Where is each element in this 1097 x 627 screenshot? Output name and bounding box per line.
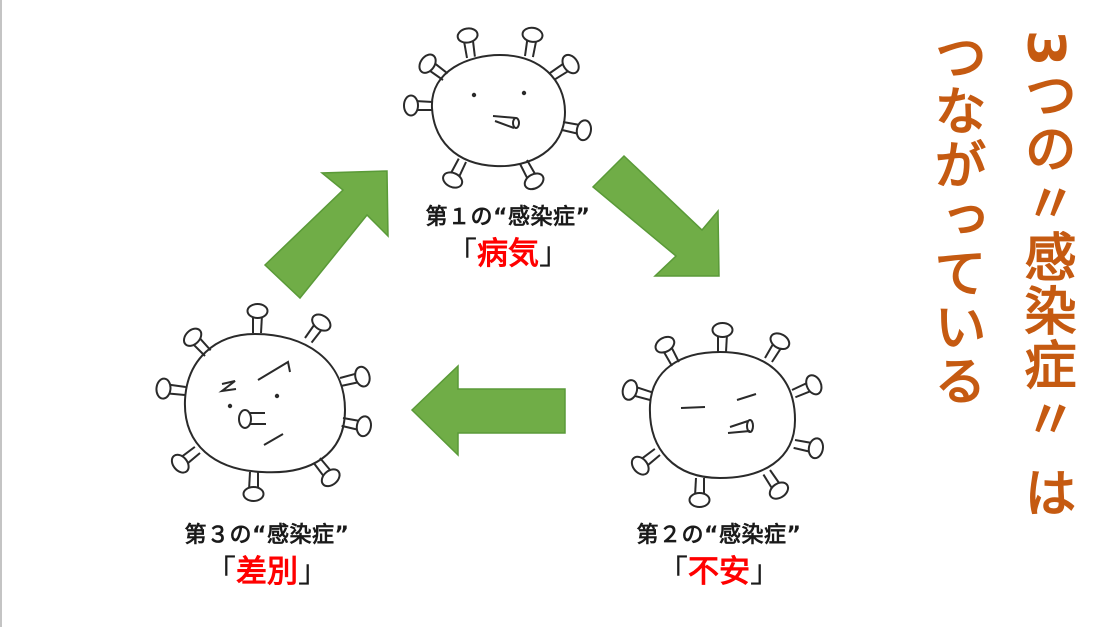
keyword-anxiety: 不安 bbox=[688, 554, 750, 590]
label-second-infection: 第２の“感染症” 「不安」 bbox=[589, 522, 849, 592]
open-bracket: 「 bbox=[657, 554, 688, 590]
arrow-up-right bbox=[263, 170, 389, 300]
label-third-infection: 第３の“感染症” 「差別」 bbox=[137, 522, 397, 592]
slide-left-border bbox=[0, 0, 2, 627]
keyword-discrimination: 差別 bbox=[236, 554, 298, 590]
keyword-first-line: 「病気」 bbox=[378, 234, 638, 274]
sublabel-third: 第３の“感染症” bbox=[184, 523, 350, 548]
virus-illustration-first bbox=[403, 25, 594, 194]
arrow-left bbox=[410, 364, 566, 457]
title-line-2: つながっている bbox=[925, 30, 985, 408]
close-bracket: 」 bbox=[539, 236, 570, 272]
arrow-down-right bbox=[591, 154, 720, 277]
open-bracket: 「 bbox=[446, 236, 477, 272]
label-first-infection: 第１の“感染症” 「病気」 bbox=[378, 204, 638, 274]
virus-illustration-third bbox=[154, 303, 374, 502]
sublabel-first: 第１の“感染症” bbox=[425, 205, 591, 230]
keyword-second-line: 「不安」 bbox=[589, 552, 849, 592]
open-bracket: 「 bbox=[205, 554, 236, 590]
title-line-1: 3つの〃感染症〃 は bbox=[1015, 30, 1075, 521]
keyword-third-line: 「差別」 bbox=[137, 552, 397, 592]
virus-illustration-second bbox=[619, 322, 826, 508]
keyword-illness: 病気 bbox=[477, 236, 539, 272]
close-bracket: 」 bbox=[750, 554, 781, 590]
close-bracket: 」 bbox=[298, 554, 329, 590]
sublabel-second: 第２の“感染症” bbox=[636, 523, 802, 548]
